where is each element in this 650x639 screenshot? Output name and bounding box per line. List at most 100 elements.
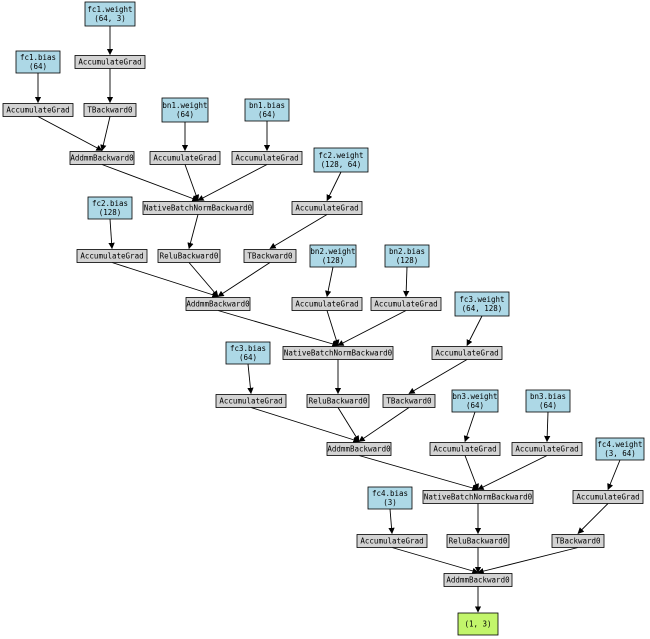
node-label-bn3-weight-0: bn3.weight bbox=[452, 392, 497, 401]
edge-fc3-weight-to-ag-fc3w bbox=[466, 315, 483, 347]
node-box-fc4-weight bbox=[595, 437, 645, 461]
node-ag-fc1b: AccumulateGrad bbox=[2, 103, 74, 117]
node-label-fc3-weight-0: fc3.weight bbox=[459, 295, 504, 304]
node-box-fc3-bias bbox=[225, 341, 271, 365]
node-fc1-weight: fc1.weight(64, 3) bbox=[84, 1, 136, 27]
node-box-bn1-bias bbox=[244, 98, 290, 122]
node-label-bn0-0: NativeBatchNormBackward0 bbox=[144, 204, 253, 213]
node-label-fc2-weight-1: (128, 64) bbox=[321, 160, 362, 169]
node-box-ag-fc4w bbox=[572, 490, 644, 504]
node-fc2-weight: fc2.weight(128, 64) bbox=[313, 147, 369, 173]
node-label-addmm2-0: AddmmBackward0 bbox=[327, 445, 391, 454]
node-box-bn3-weight bbox=[451, 389, 499, 413]
node-ag-fc4w: AccumulateGrad bbox=[572, 490, 644, 504]
node-addmm0: AddmmBackward0 bbox=[69, 151, 135, 165]
node-label-bn3-weight-1: (64) bbox=[466, 401, 484, 410]
node-addmm2: AddmmBackward0 bbox=[326, 442, 392, 456]
edge-t2-to-addmm2 bbox=[358, 407, 410, 442]
edge-ag-bn1w-to-bn0 bbox=[184, 164, 200, 202]
node-label-fc4-bias-0: fc4.bias bbox=[372, 489, 408, 498]
edge-bn0-to-relu0 bbox=[187, 214, 199, 250]
node-t3: TBackward0 bbox=[551, 534, 605, 548]
node-label-t3-0: TBackward0 bbox=[555, 537, 601, 546]
node-label-ag-fc3b-0: AccumulateGrad bbox=[219, 397, 282, 406]
node-label-fc4-bias-1: (3) bbox=[383, 498, 397, 507]
node-label-addmm1-0: AddmmBackward0 bbox=[186, 300, 250, 309]
edge-ag-fc3w-to-t2 bbox=[408, 359, 468, 394]
node-bn3-bias: bn3.bias(64) bbox=[525, 389, 571, 413]
node-label-ag-fc4w-0: AccumulateGrad bbox=[576, 493, 639, 502]
node-output: (1, 3) bbox=[457, 612, 499, 636]
node-label-ag-bn2w-0: AccumulateGrad bbox=[295, 300, 358, 309]
edge-ag-fc3b-to-addmm2 bbox=[250, 407, 360, 443]
edge-ag-bn2w-to-bn1 bbox=[326, 310, 340, 347]
node-box-ag-fc4b bbox=[356, 534, 428, 548]
edge-ag-fc4b-to-addmm3 bbox=[391, 547, 479, 574]
node-box-bn2 bbox=[422, 490, 534, 504]
node-box-addmm0 bbox=[69, 151, 135, 165]
edge-addmm1-to-bn1 bbox=[217, 310, 339, 347]
node-bn1: NativeBatchNormBackward0 bbox=[282, 346, 394, 360]
node-label-bn1-bias-0: bn1.bias bbox=[249, 101, 285, 110]
node-box-bn2-bias bbox=[384, 244, 430, 268]
node-label-bn2-bias-1: (128) bbox=[396, 256, 419, 265]
edge-fc2-bias-to-ag-fc2b bbox=[108, 218, 115, 250]
node-ag-fc3w: AccumulateGrad bbox=[431, 346, 503, 360]
node-label-fc2-bias-0: fc2.bias bbox=[92, 199, 128, 208]
node-label-fc1-bias-0: fc1.bias bbox=[20, 53, 56, 62]
node-label-ag-bn3w-0: AccumulateGrad bbox=[433, 445, 496, 454]
node-label-fc3-bias-1: (64) bbox=[239, 353, 257, 362]
node-label-fc1-bias-1: (64) bbox=[29, 62, 47, 71]
edge-ag-fc2w-to-t1 bbox=[269, 214, 328, 249]
edge-t3-to-addmm3 bbox=[477, 547, 579, 575]
node-label-ag-fc1b-0: AccumulateGrad bbox=[6, 106, 69, 115]
node-bn1-weight: bn1.weight(64) bbox=[161, 97, 209, 123]
node-label-ag-fc1w-0: AccumulateGrad bbox=[78, 58, 141, 67]
edge-ag-fc1b-to-addmm0 bbox=[37, 116, 103, 151]
node-box-ag-fc1b bbox=[2, 103, 74, 117]
edge-bn3-weight-to-ag-bn3w bbox=[463, 411, 476, 443]
node-label-fc3-weight-1: (64, 128) bbox=[462, 304, 503, 313]
node-box-bn3-bias bbox=[525, 389, 571, 413]
node-label-ag-fc3w-0: AccumulateGrad bbox=[435, 349, 498, 358]
node-bn2: NativeBatchNormBackward0 bbox=[422, 490, 534, 504]
node-box-ag-bn2w bbox=[291, 297, 363, 311]
node-label-bn2-weight-1: (128) bbox=[322, 256, 345, 265]
node-box-ag-fc3b bbox=[215, 394, 287, 408]
node-ag-fc2b: AccumulateGrad bbox=[76, 249, 148, 263]
node-ag-bn1w: AccumulateGrad bbox=[149, 151, 221, 165]
node-label-fc2-weight-0: fc2.weight bbox=[318, 151, 363, 160]
node-label-fc4-weight-0: fc4.weight bbox=[597, 440, 642, 449]
node-relu1: ReluBackward0 bbox=[306, 394, 370, 408]
node-label-bn1-bias-1: (64) bbox=[258, 110, 276, 119]
node-ag-bn3b: AccumulateGrad bbox=[511, 442, 583, 456]
node-box-fc3-weight bbox=[454, 291, 510, 317]
node-label-t0-0: TBackward0 bbox=[87, 106, 133, 115]
node-label-ag-bn2b-0: AccumulateGrad bbox=[374, 300, 437, 309]
node-box-relu2 bbox=[446, 534, 510, 548]
node-box-bn0 bbox=[142, 201, 254, 215]
node-label-bn3-bias-0: bn3.bias bbox=[530, 392, 566, 401]
edge-bn2-bias-to-ag-bn2b bbox=[403, 266, 410, 298]
node-label-bn2-weight-0: bn2.weight bbox=[310, 247, 355, 256]
edge-ag-bn3b-to-bn2 bbox=[477, 455, 548, 490]
edge-fc4-weight-to-ag-fc4w bbox=[607, 459, 621, 491]
node-label-addmm0-0: AddmmBackward0 bbox=[70, 154, 134, 163]
edge-ag-fc2b-to-addmm1 bbox=[111, 262, 219, 298]
node-box-fc2-weight bbox=[313, 147, 369, 173]
node-label-bn1-weight-0: bn1.weight bbox=[162, 101, 207, 110]
edge-relu1-to-addmm2 bbox=[337, 407, 360, 443]
node-label-fc4-weight-1: (3, 64) bbox=[604, 449, 636, 458]
node-box-ag-fc1w bbox=[74, 55, 146, 69]
node-ag-fc2w: AccumulateGrad bbox=[291, 201, 363, 215]
edge-t0-to-addmm0 bbox=[100, 116, 111, 152]
node-label-t1-0: TBackward0 bbox=[247, 252, 293, 261]
node-box-addmm1 bbox=[185, 297, 251, 311]
edge-addmm0-to-bn0 bbox=[101, 164, 199, 202]
node-fc4-weight: fc4.weight(3, 64) bbox=[595, 437, 645, 461]
node-label-relu0-0: ReluBackward0 bbox=[160, 252, 219, 261]
node-relu0: ReluBackward0 bbox=[157, 249, 221, 263]
node-box-ag-bn1b bbox=[231, 151, 303, 165]
node-relu2: ReluBackward0 bbox=[446, 534, 510, 548]
